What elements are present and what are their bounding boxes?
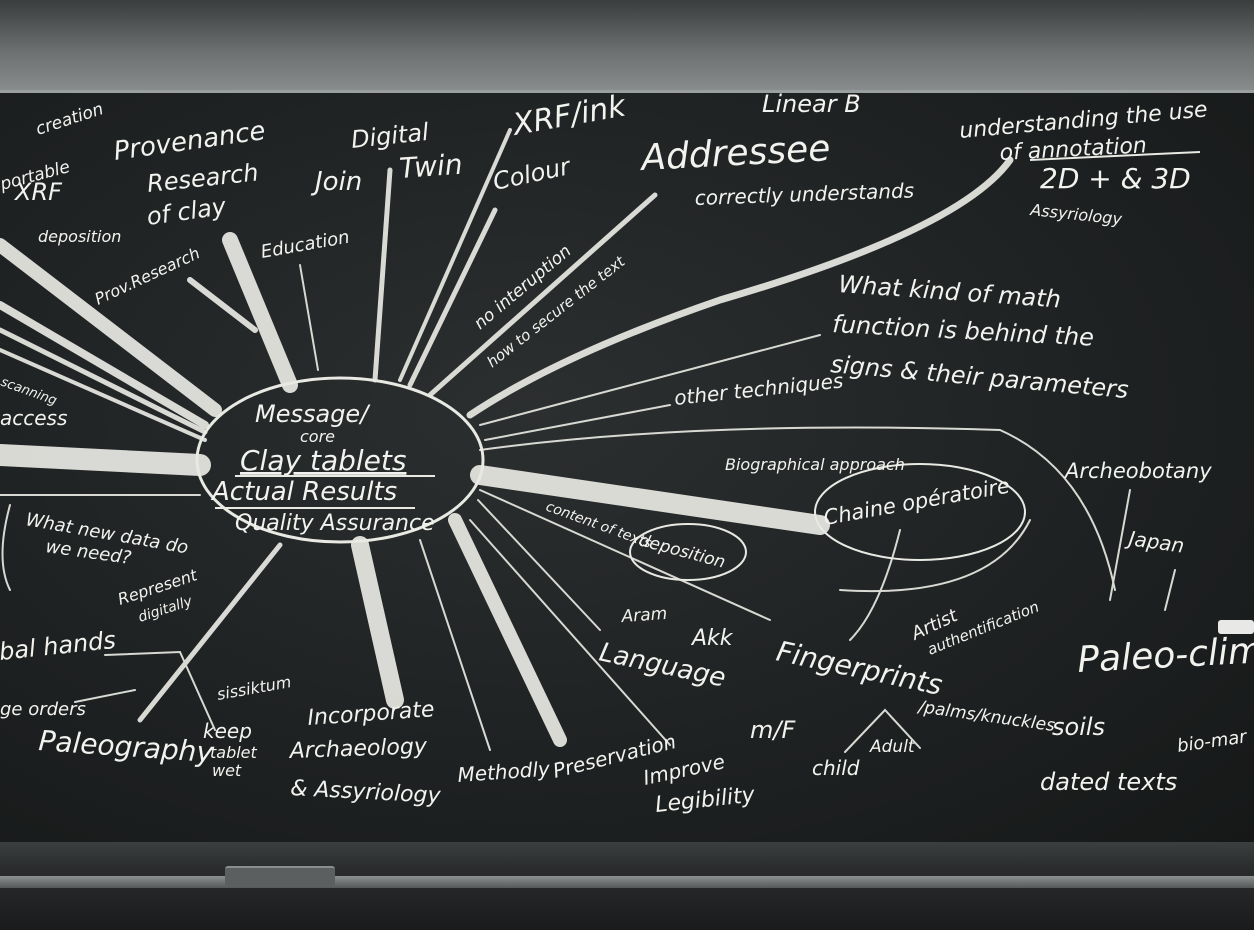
label-adult: Adult [869, 737, 916, 757]
label-paleo-clim: Paleo-clim [1076, 630, 1254, 681]
label-xrf: XRF [13, 178, 63, 206]
label-other-techniques: other techniques [673, 368, 844, 410]
label-sissiktum: sissiktum [215, 672, 292, 704]
label-assyriology-top: Assyriology [1029, 200, 1124, 229]
label-prov-research: Prov.Research [92, 243, 203, 308]
label-creation: creation [33, 99, 106, 140]
label-addressee: Addressee [638, 128, 831, 179]
board-eraser [225, 866, 335, 886]
label-digital: Digital [350, 118, 431, 154]
label-tablet: tablet [210, 743, 258, 762]
label-palms: /palms/knuckles [915, 697, 1056, 736]
label-linear-b: Linear B [762, 90, 861, 118]
label-legibility: Legibility [654, 783, 757, 818]
label-of-clay: of clay [145, 192, 228, 231]
label-math-q3: signs & their parameters [829, 350, 1129, 404]
label-and-assyriology: & Assyriology [290, 776, 442, 809]
label-hands: bal hands [0, 626, 117, 666]
central-node: Message/ core Clay tablets Actual Result… [195, 376, 485, 544]
label-dated-texts: dated texts [1040, 768, 1177, 796]
label-fingerprints: Fingerprints [774, 635, 946, 702]
left-notes: scanning access What new data do we need… [0, 375, 216, 731]
center-line-3: Clay tablets [240, 444, 406, 477]
label-aram: Aram [620, 604, 668, 627]
mind-map-rays [0, 128, 1176, 751]
label-education: Education [259, 227, 351, 263]
label-japan: Japan [1123, 526, 1186, 558]
label-child: child [812, 756, 860, 780]
label-math-q2: function is behind the [832, 310, 1095, 352]
label-chaine-operatoire: Chaine opératoire [822, 474, 1012, 530]
label-m-f: m/F [750, 716, 796, 744]
center-line-1: Message/ [255, 400, 371, 428]
chaine-operatoire-circle [814, 463, 1026, 561]
label-2d-3d: 2D + & 3D [1040, 162, 1191, 195]
label-archaeology: Archaeology [287, 734, 428, 764]
label-scanning: scanning [0, 375, 59, 409]
label-akk: Akk [690, 626, 734, 651]
label-orders: ge orders [0, 699, 86, 720]
chalk-stick [1218, 620, 1254, 634]
wall-above-board [0, 0, 1254, 96]
label-join: Join [310, 167, 362, 197]
label-methodology: Methodly [457, 757, 552, 787]
label-research: Research [146, 158, 260, 198]
deposition-circle [629, 523, 747, 581]
label-incorporate: Incorporate [307, 697, 436, 731]
label-colour: Colour [490, 152, 574, 196]
label-deposition: deposition [38, 227, 121, 246]
center-line-2: core [300, 427, 335, 446]
label-bio-mar: bio-mar [1176, 726, 1250, 757]
label-wet: wet [212, 761, 242, 780]
center-line-4: Actual Results [210, 477, 397, 507]
label-biographical: Biographical approach [725, 455, 905, 474]
label-keep: keep [203, 719, 252, 743]
label-paleography: Paleography [38, 724, 215, 769]
label-correctly-understands: correctly understands [694, 178, 914, 210]
label-archeobotany: Archeobotany [1063, 459, 1212, 483]
label-soils: soils [1052, 713, 1105, 741]
label-access: access [0, 406, 67, 430]
label-twin: Twin [398, 148, 463, 185]
label-math-q1: What kind of math [838, 270, 1062, 313]
label-xrf-ink: XRF/ink [508, 88, 629, 143]
center-line-5: Quality Assurance [235, 511, 435, 536]
